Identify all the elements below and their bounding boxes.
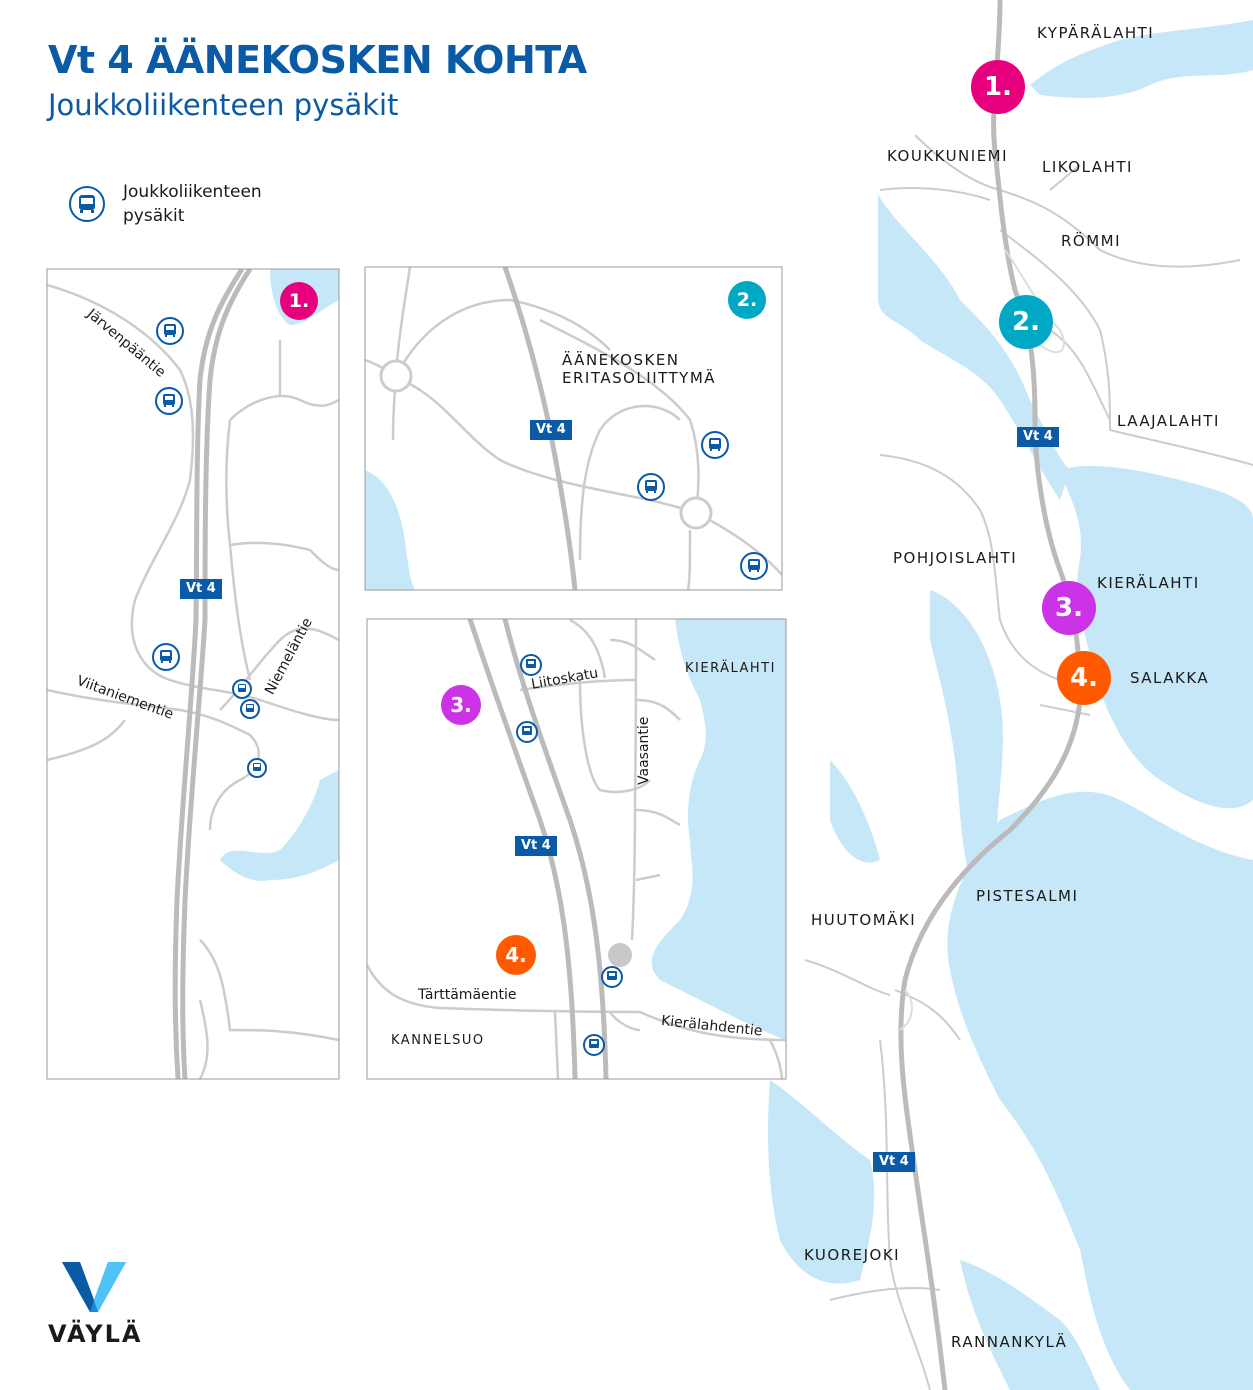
page-subtitle: Joukkoliikenteen pysäkit (48, 88, 399, 122)
bus-stop-icon[interactable] (231, 678, 253, 700)
stop-marker-1[interactable]: 1. (280, 282, 318, 320)
legend-line-2: pysäkit (123, 206, 185, 226)
bus-stop-icon[interactable] (246, 757, 268, 779)
place-rommi: RÖMMI (1061, 232, 1122, 250)
bus-stop-icon[interactable] (582, 1033, 606, 1057)
bus-stop-icon[interactable] (151, 642, 181, 672)
bus-stop-icon[interactable] (700, 430, 730, 460)
place-pistesalmi: PISTESALMI (976, 887, 1079, 905)
logo-wordmark: VÄYLÄ (48, 1320, 143, 1348)
bus-stop-icon[interactable] (739, 551, 769, 581)
bus-stop-icon[interactable] (636, 472, 666, 502)
stop-marker-2[interactable]: 2. (999, 295, 1053, 349)
road-shield-vt4: Vt 4 (1017, 427, 1059, 447)
page-title: Vt 4 ÄÄNEKOSKEN KOHTA (48, 38, 587, 82)
legend-label: Joukkoliikenteen pysäkit (123, 180, 323, 228)
place-kyparalahti: KYPÄRÄLAHTI (1037, 24, 1155, 42)
stop-marker-1[interactable]: 1. (971, 60, 1025, 114)
bus-stop-icon[interactable] (155, 316, 185, 346)
place-laajalahti: LAAJALAHTI (1117, 412, 1220, 430)
water-areas (768, 20, 1253, 1390)
bus-stop-icon[interactable] (600, 965, 624, 989)
road-vaasantie: Vaasantie (636, 716, 652, 785)
bus-stop-icon[interactable] (515, 720, 539, 744)
legend-line-1: Joukkoliikenteen (123, 182, 262, 202)
place-line-2: ERITASOLIITTYMÄ (562, 369, 717, 387)
place-kannelsuo: KANNELSUO (391, 1033, 485, 1048)
stop-marker-4[interactable]: 4. (496, 935, 536, 975)
place-kieralahti: KIERÄLAHTI (685, 661, 776, 676)
bus-stop-icon[interactable] (154, 386, 184, 416)
place-salakka: SALAKKA (1130, 669, 1210, 687)
place-koukkuniemi: KOUKKUNIEMI (887, 147, 1009, 165)
stop-marker-3[interactable]: 3. (441, 685, 481, 725)
road-shield-vt4: Vt 4 (873, 1152, 915, 1172)
bus-icon (69, 186, 105, 222)
place-kuorejoki: KUOREJOKI (804, 1246, 901, 1264)
place-rannankyla: RANNANKYLÄ (951, 1333, 1068, 1351)
bus-stop-icon[interactable] (519, 653, 543, 677)
place-line-1: ÄÄNEKOSKEN (562, 351, 680, 369)
vayla-logo-icon (62, 1262, 126, 1312)
place-pohjoislahti: POHJOISLAHTI (893, 549, 1018, 567)
place-aanekosken-eritasoliittyma: ÄÄNEKOSKEN ERITASOLIITTYMÄ (562, 351, 716, 387)
place-kieralahti: KIERÄLAHTI (1097, 574, 1200, 592)
place-huutomaki: HUUTOMÄKI (811, 911, 917, 929)
bus-stop-icon[interactable] (239, 698, 261, 720)
stop-marker-4[interactable]: 4. (1057, 651, 1111, 705)
road-shield-vt4: Vt 4 (515, 836, 557, 856)
place-likolahti: LIKOLAHTI (1042, 158, 1133, 176)
stop-marker-2[interactable]: 2. (728, 281, 766, 319)
road-tarttamaentie: Tärttämäentie (418, 987, 517, 1003)
road-shield-vt4: Vt 4 (180, 579, 222, 599)
road-shield-vt4: Vt 4 (530, 420, 572, 440)
stop-marker-3[interactable]: 3. (1042, 581, 1096, 635)
